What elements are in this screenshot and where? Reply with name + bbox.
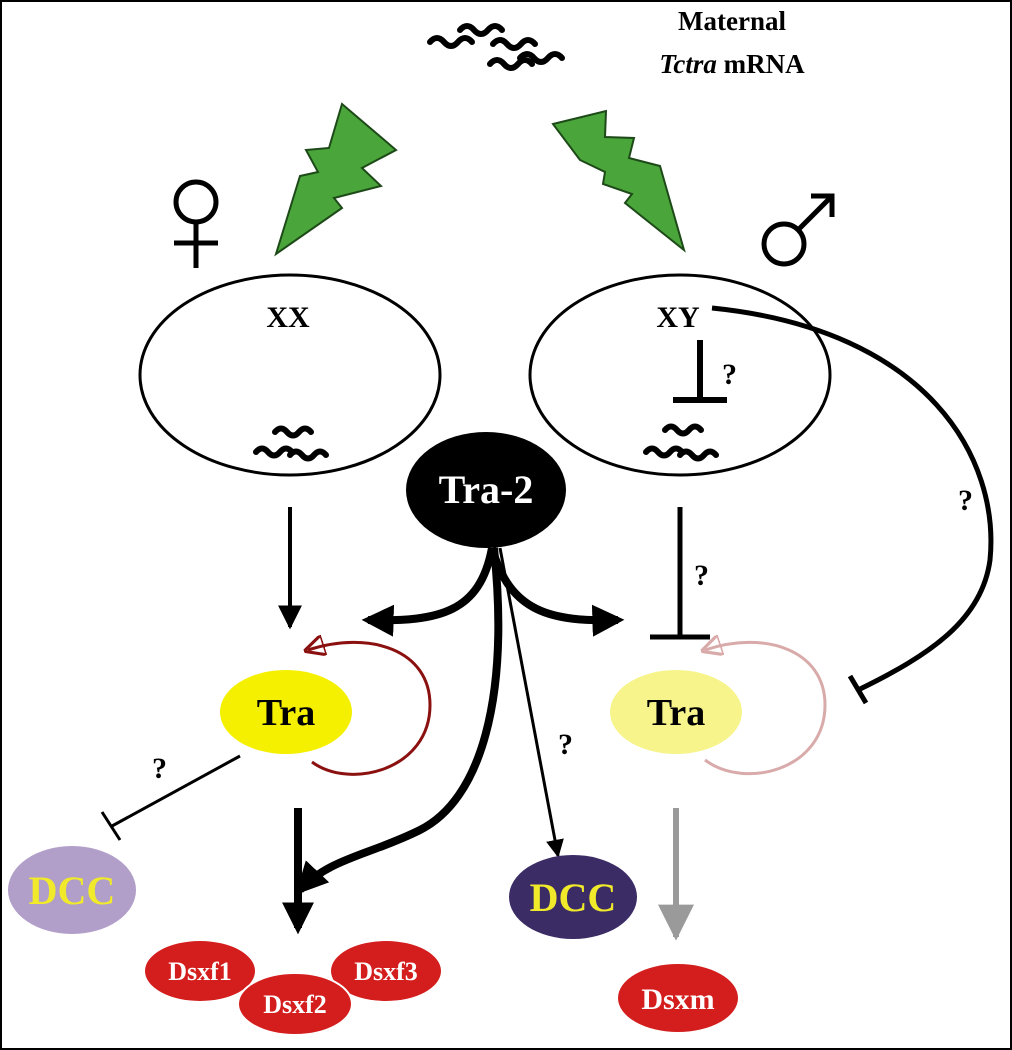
tra2-dcc-question: ? xyxy=(558,728,573,761)
dcc-left-label: DCC xyxy=(29,868,116,913)
female-symbol-icon xyxy=(173,179,219,268)
dsxf3-label: Dsxf3 xyxy=(354,957,418,986)
dcc-right-label: DCC xyxy=(530,875,617,920)
mrna-label: mRNA xyxy=(717,49,805,79)
xy-inhibition-symbol xyxy=(673,340,727,403)
xy-cell xyxy=(528,273,832,477)
female-tra-label: Tra xyxy=(257,692,315,734)
lightning-bolt-left-icon xyxy=(274,102,398,257)
lightning-bolt-right-icon xyxy=(551,109,686,253)
tra2-label: Tra-2 xyxy=(439,467,534,512)
xy-tra-inhibition-question: ? xyxy=(694,559,709,592)
male-tra-node xyxy=(610,670,742,754)
dsxm-node xyxy=(618,964,738,1032)
maternal-label-line1: Maternal xyxy=(678,6,786,36)
tctra-italic-label: Tctra xyxy=(659,49,717,79)
female-tra-autoregulation-loop xyxy=(308,642,432,776)
dsxf2-node xyxy=(237,972,353,1036)
xx-cell xyxy=(138,273,442,477)
xx-cell-mrna-squiggles xyxy=(253,425,329,462)
maternal-mrna-squiggles xyxy=(427,23,565,71)
dcc-right-node xyxy=(509,855,637,939)
xy-label: XY xyxy=(656,301,700,334)
dsxm-label: Dsxm xyxy=(641,983,714,1016)
male-tra-label: Tra xyxy=(647,692,705,734)
xx-label: XX xyxy=(266,301,310,334)
xy-cell-mrna-squiggles xyxy=(643,423,719,462)
dsxf3-node xyxy=(331,941,441,1001)
male-tra-autoregulation-loop xyxy=(705,642,827,776)
maternal-label-line2: Tctra mRNA xyxy=(659,49,805,79)
female-dcc-question: ? xyxy=(152,752,167,785)
male-symbol-icon xyxy=(761,193,835,267)
dsxf1-node xyxy=(145,941,255,1001)
female-tra-to-dcc-inhibition xyxy=(100,754,241,841)
tra2-node xyxy=(406,432,566,548)
xy-to-male-tra-inhibition-curve xyxy=(711,305,994,693)
female-tra-node xyxy=(220,670,352,754)
dsxf2-label: Dsxf2 xyxy=(263,990,327,1019)
tra2-to-dsxf-arrow xyxy=(295,547,503,895)
dsxf1-label: Dsxf1 xyxy=(168,957,232,986)
xy-inhibition-bar xyxy=(847,674,869,705)
tra2-to-female-tra-arrow xyxy=(361,547,496,637)
tra2-to-dcc-arrow xyxy=(498,547,564,858)
dcc-left-node xyxy=(8,846,136,934)
xy-inhibition-question: ? xyxy=(722,358,737,391)
long-curve-question: ? xyxy=(958,484,973,517)
